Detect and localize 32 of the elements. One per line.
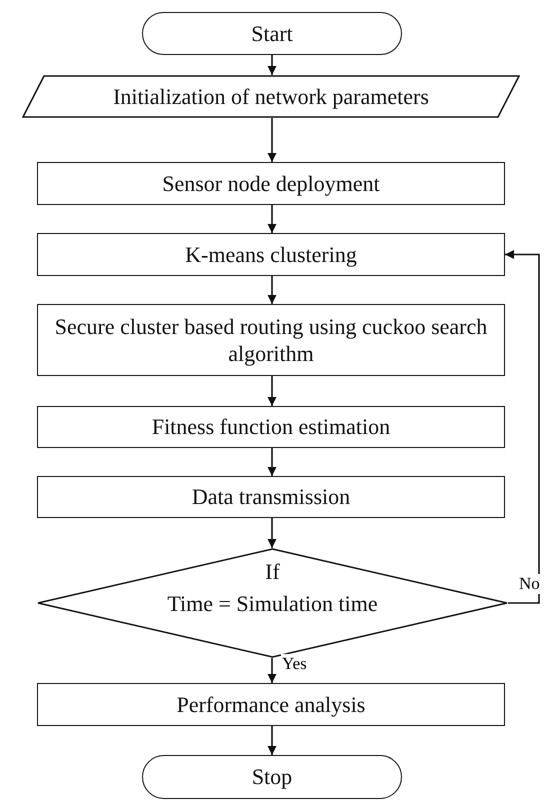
node-text: K-means clustering: [185, 240, 357, 268]
node-text: Data transmission: [192, 483, 350, 511]
node-text: Performance analysis: [176, 690, 366, 718]
node-text: Fitness function estimation: [152, 413, 390, 441]
node-text: Initialization of network parameters: [113, 82, 429, 110]
arrow: [268, 276, 276, 304]
node-text: Time = Simulation time: [167, 590, 378, 617]
arrow: [268, 726, 276, 755]
node-text: If: [265, 558, 280, 586]
process-box: [37, 304, 505, 376]
arrow: [505, 250, 540, 604]
input-parallelogram: [22, 75, 520, 118]
node-text: Secure cluster based routing using cuckoo search algorithm: [54, 312, 488, 368]
node-text: Sensor node deployment: [162, 170, 380, 198]
edge-label: No: [518, 574, 541, 594]
process-box: [37, 683, 505, 726]
node-text: Stop: [252, 763, 292, 791]
arrow: [268, 658, 276, 683]
terminal-shape: [142, 755, 402, 799]
arrow: [268, 376, 276, 406]
process-box: [37, 476, 505, 518]
node-text: Start: [251, 20, 293, 48]
process-box: [37, 233, 505, 276]
arrow: [268, 205, 276, 233]
arrow: [268, 448, 276, 476]
decision-diamond: [37, 548, 508, 658]
arrow: [268, 55, 276, 75]
process-box: [37, 406, 505, 448]
arrow: [268, 118, 276, 162]
terminal-shape: [142, 12, 402, 55]
process-box: [37, 162, 505, 205]
arrow: [268, 518, 276, 548]
